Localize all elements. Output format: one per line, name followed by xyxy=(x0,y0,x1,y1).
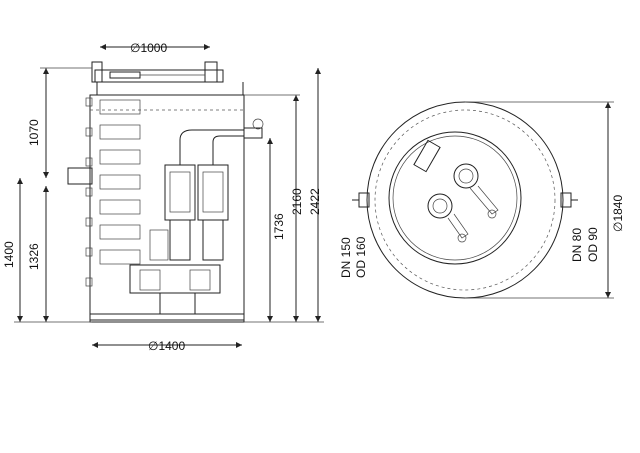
dim-2422-label: 2422 xyxy=(308,188,322,215)
right-dimensions: 1736 2160 2422 xyxy=(244,68,324,323)
outer-diameter-label: ∅1840 xyxy=(611,195,625,232)
cover-circle xyxy=(388,131,522,265)
dim-1400-label: 1400 xyxy=(2,241,16,268)
pipe-fittings xyxy=(447,185,499,243)
inlet-dn-label: DN 150 xyxy=(339,237,353,278)
outer-circle xyxy=(366,101,564,299)
top-diameter-dimension: ∅1000 xyxy=(100,41,210,55)
dim-2160-label: 2160 xyxy=(290,188,304,215)
bottom-diameter-dimension: ∅1400 xyxy=(92,339,242,353)
dim-1736-label: 1736 xyxy=(272,213,286,240)
top-diameter-label: ∅1000 xyxy=(130,41,167,55)
outer-diameter-dimension: ∅1840 xyxy=(465,101,625,299)
rib-segments xyxy=(99,99,141,265)
outlet-labels: DN 80 OD 90 xyxy=(570,199,600,262)
left-dimensions: 1070 1400 1326 xyxy=(2,67,92,323)
inlet-labels: DN 150 OD 160 xyxy=(339,199,368,278)
outlet-dn-label: DN 80 xyxy=(570,228,584,262)
outlet-od-label: OD 90 xyxy=(586,227,600,262)
bottom-diameter-label: ∅1400 xyxy=(148,339,185,353)
side-view: ∅1000 xyxy=(2,41,324,353)
access-hatches xyxy=(413,139,479,219)
top-view: ∅1840 DN 150 OD 160 DN 80 OD 90 xyxy=(339,101,625,299)
dim-1070-label: 1070 xyxy=(27,119,41,146)
dim-1326-label: 1326 xyxy=(27,243,41,270)
tank-body xyxy=(67,61,264,323)
pump-assembly xyxy=(129,129,244,314)
inlet-od-label: OD 160 xyxy=(354,236,368,278)
